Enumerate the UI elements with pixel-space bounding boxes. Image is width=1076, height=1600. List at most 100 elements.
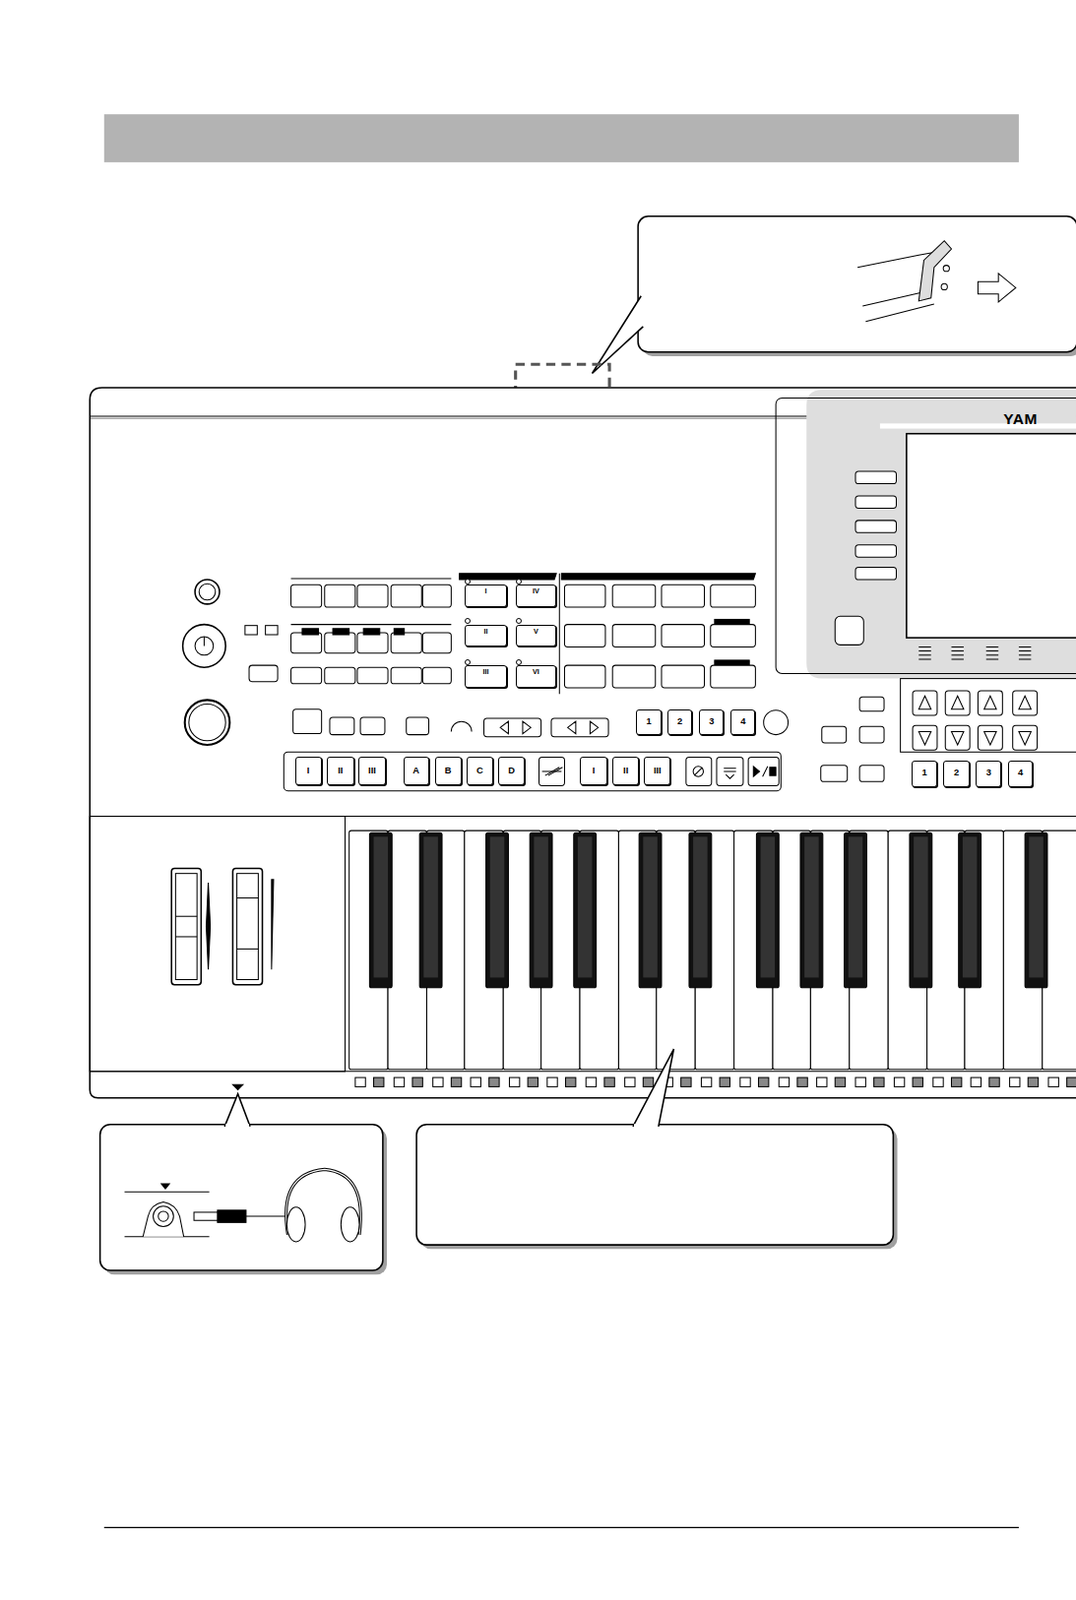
controls-part — [194, 636, 214, 656]
controls-part-part — [710, 625, 757, 648]
black-key-highlight — [423, 836, 439, 978]
voice-icon — [834, 1077, 845, 1087]
display-area-part-part — [859, 726, 885, 744]
black-key-highlight — [577, 836, 593, 978]
keyboard-callout-part — [632, 1049, 674, 1128]
controls-part — [249, 665, 278, 683]
button-label: 4 — [740, 717, 746, 727]
panel-button: C — [466, 757, 494, 786]
controls-part — [189, 704, 226, 742]
button-label: 2 — [953, 768, 959, 778]
black-key-highlight — [490, 836, 506, 978]
voice-icon — [740, 1077, 751, 1087]
controls-part-part — [612, 584, 656, 608]
headphone-callout-part — [100, 1125, 383, 1271]
display-area-part — [918, 646, 1031, 659]
black-key — [529, 832, 553, 989]
button-label: IV — [532, 587, 540, 595]
button-label: II — [484, 628, 489, 635]
headphone-callout-part — [246, 1216, 289, 1218]
controls-part — [302, 619, 750, 666]
panel-button: A — [403, 757, 430, 786]
headphone-callout — [100, 1094, 387, 1276]
voice-icon — [681, 1077, 692, 1087]
black-key — [369, 832, 392, 989]
display-area-part-part — [918, 646, 1031, 659]
controls-part-part — [357, 584, 388, 608]
controls-part-part — [422, 584, 451, 608]
controls-part — [271, 880, 274, 970]
controls-part-part — [324, 584, 356, 608]
controls-part — [171, 868, 201, 985]
controls-part — [237, 949, 259, 950]
voice-icon — [470, 1077, 481, 1087]
stand-callout-part-part — [941, 283, 948, 290]
keyboard-body-part — [232, 1084, 243, 1090]
panel-button: II — [326, 757, 355, 786]
voice-icon — [393, 1077, 404, 1087]
white-key — [349, 830, 388, 1071]
controls-part — [232, 868, 262, 985]
controls-part — [723, 768, 736, 779]
headphone-callout-part — [125, 1192, 210, 1194]
display-area-part-part — [855, 545, 896, 558]
headphone-callout-part — [286, 1207, 306, 1243]
controls-part-part — [710, 584, 757, 608]
controls-part — [183, 625, 227, 669]
controls-part — [360, 717, 385, 736]
panel-button: 2 — [943, 760, 970, 788]
panel-button: 3 — [698, 709, 724, 736]
voice-icon — [1010, 1077, 1020, 1087]
panel-button: 1 — [635, 709, 662, 736]
voice-icon — [625, 1077, 635, 1087]
voice-icon — [527, 1077, 538, 1087]
black-key — [756, 832, 779, 989]
voice-icon — [700, 1077, 711, 1087]
panel-button: 2 — [667, 709, 693, 736]
controls-part-part — [661, 625, 705, 648]
controls-part — [203, 636, 205, 646]
button-label: 2 — [677, 717, 683, 727]
black-key-highlight — [1028, 836, 1044, 978]
headphone-callout-part — [158, 1211, 169, 1222]
display-area — [775, 389, 1076, 782]
display-area-part — [880, 423, 1076, 429]
display-area-part — [855, 471, 896, 580]
controls-part — [753, 766, 776, 777]
panel-button: II — [612, 757, 639, 786]
headphone-callout-part — [153, 1206, 175, 1228]
stand-callout — [591, 216, 1076, 375]
button-label: I — [307, 766, 311, 776]
panel-button: I — [464, 584, 508, 608]
button-label: C — [476, 766, 484, 776]
button-label: II — [623, 766, 629, 776]
controls-part — [500, 721, 599, 734]
controls-part — [205, 883, 210, 970]
black-key-highlight — [533, 836, 549, 978]
headphone-callout-part — [225, 1124, 250, 1128]
voice-icon — [758, 1077, 768, 1087]
brand-logo-text: YAM — [1003, 411, 1038, 428]
voice-icon — [450, 1077, 461, 1087]
headphone-callout-part — [217, 1210, 247, 1223]
controls-part — [293, 709, 322, 735]
voice-icon — [855, 1077, 866, 1087]
controls-part-part — [710, 665, 757, 689]
controls-part-part — [390, 584, 422, 608]
voice-icon — [989, 1077, 1000, 1087]
controls-part — [561, 573, 756, 580]
controls-part-part — [291, 667, 322, 685]
header-band — [104, 114, 1019, 163]
controls-part — [459, 573, 558, 580]
button-label: 3 — [986, 768, 992, 778]
led — [464, 659, 471, 666]
display-area-part — [834, 616, 864, 645]
controls-part-part — [714, 619, 750, 625]
panel-button: II — [464, 625, 508, 648]
controls-part-part — [390, 632, 422, 654]
voice-icon — [719, 1077, 730, 1087]
button-label: III — [368, 766, 377, 776]
controls-part — [265, 626, 278, 635]
controls-part-part — [612, 665, 656, 689]
